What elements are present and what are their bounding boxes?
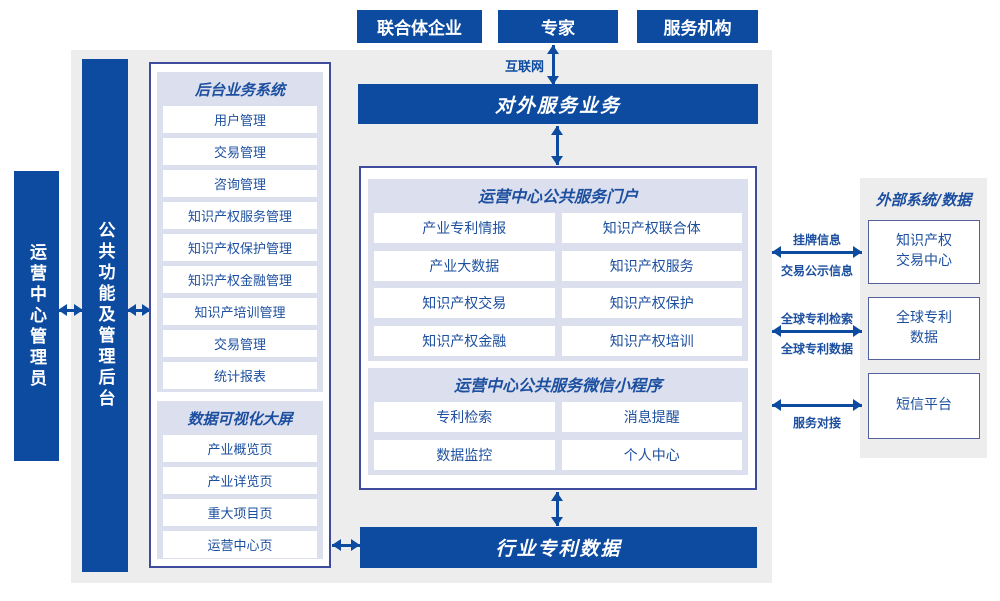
- industry-data-bar: 行业专利数据: [360, 527, 757, 568]
- backend-system-list: 用户管理 交易管理 咨询管理 知识产权服务管理 知识产权保护管理 知识产权金融管…: [163, 106, 317, 389]
- link-service-docking-label: 服务对接: [792, 416, 841, 430]
- link-global-patent-data-label: 全球专利数据: [780, 342, 853, 356]
- actor-service-org-box: 服务机构: [637, 10, 758, 43]
- backend-item: 知识产权保护管理: [163, 234, 317, 261]
- portal-item: 产业大数据: [374, 250, 555, 281]
- backend-item: 交易管理: [163, 138, 317, 165]
- portal-item: 知识产权联合体: [561, 213, 742, 243]
- portal-item: 知识产权金融: [374, 325, 555, 356]
- external-box-line: 交易中心: [896, 253, 952, 269]
- backend-system-title: 后台业务系统: [194, 81, 285, 99]
- actor-consortium-box: 联合体企业: [357, 10, 482, 43]
- patent-link-arrow: [772, 325, 862, 338]
- data-screen-group: 数据可视化大屏 产业概览页 产业详览页 重大项目页 运营中心页: [157, 401, 323, 559]
- portal-item: 知识产权培训: [561, 325, 742, 356]
- portal-item: 知识产权服务: [561, 250, 742, 281]
- admin-backend-arrow: [58, 304, 83, 317]
- portal-item: 知识产权保护: [561, 288, 742, 318]
- portal-group: 运营中心公共服务门户 产业专利情报 知识产权联合体 产业大数据 知识产权服务 知…: [368, 179, 748, 361]
- actor-expert-box: 专家: [498, 10, 618, 43]
- admin-sidebar: 运营中心管理员: [14, 171, 59, 461]
- actor-consortium-label: 联合体企业: [377, 19, 462, 39]
- external-box-line: 全球专利: [896, 309, 952, 326]
- external-box-global-patent-data: 全球专利 数据: [868, 297, 980, 360]
- data-screen-item: 运营中心页: [163, 531, 317, 558]
- container-industry-arrow: [332, 539, 360, 552]
- external-box-line: 数据: [910, 329, 938, 346]
- link-listing-info-label: 挂牌信息: [792, 233, 841, 247]
- data-screen-item: 产业概览页: [163, 435, 317, 462]
- backend-item: 用户管理: [163, 106, 317, 133]
- external-box-line: 短信平台: [896, 397, 952, 414]
- portal-industry-arrow: [551, 492, 564, 526]
- backend-sidebar-label: 公共功能及管理后台: [94, 221, 115, 410]
- miniprogram-item: 消息提醒: [561, 402, 742, 432]
- miniprogram-grid: 专利检索 消息提醒 数据监控 个人中心: [374, 402, 742, 471]
- backend-item: 知识产培训管理: [163, 298, 317, 325]
- backend-item: 交易管理: [163, 330, 317, 357]
- backend-item: 咨询管理: [163, 170, 317, 197]
- external-service-bar: 对外服务业务: [358, 84, 758, 124]
- external-box-line: 知识产权: [896, 233, 952, 250]
- portal-title: 运营中心公共服务门户: [477, 187, 638, 206]
- actor-service-org-label: 服务机构: [663, 19, 732, 39]
- backend-container-arrow: [127, 304, 151, 317]
- portal-item: 产业专利情报: [374, 213, 555, 243]
- data-screen-item: 产业详览页: [163, 467, 317, 494]
- miniprogram-item: 个人中心: [561, 439, 742, 470]
- admin-sidebar-label: 运营中心管理员: [26, 242, 46, 390]
- external-box-sms-platform: 短信平台: [868, 373, 980, 439]
- internet-label: 互联网: [504, 60, 544, 75]
- miniprogram-item: 数据监控: [374, 439, 555, 470]
- miniprogram-title: 运营中心公共服务微信小程序: [453, 376, 662, 395]
- trade-link-arrow: [772, 246, 862, 259]
- data-screen-title: 数据可视化大屏: [187, 410, 293, 428]
- backend-system-group: 后台业务系统 用户管理 交易管理 咨询管理 知识产权服务管理 知识产权保护管理 …: [157, 72, 323, 392]
- backend-sidebar: 公共功能及管理后台: [82, 59, 128, 572]
- service-link-arrow: [772, 399, 862, 412]
- portal-grid: 产业专利情报 知识产权联合体 产业大数据 知识产权服务 知识产权交易 知识产权保…: [374, 213, 742, 357]
- miniprogram-item: 专利检索: [374, 402, 555, 432]
- external-service-bar-label: 对外服务业务: [494, 94, 621, 117]
- backend-item: 知识产权服务管理: [163, 202, 317, 229]
- external-systems-title: 外部系统/数据: [875, 191, 972, 209]
- link-global-patent-search-label: 全球专利检索: [780, 312, 853, 326]
- external-box-ip-trade-center: 知识产权 交易中心: [868, 220, 980, 284]
- portal-item: 知识产权交易: [374, 288, 555, 318]
- service-to-portal-arrow: [551, 126, 564, 165]
- data-screen-list: 产业概览页 产业详览页 重大项目页 运营中心页: [163, 435, 317, 558]
- data-screen-item: 重大项目页: [163, 499, 317, 526]
- backend-item: 统计报表: [163, 362, 317, 389]
- industry-data-bar-label: 行业专利数据: [495, 538, 622, 560]
- link-trade-publicity-label: 交易公示信息: [780, 264, 853, 278]
- internet-arrow: [547, 45, 560, 85]
- miniprogram-group: 运营中心公共服务微信小程序 专利检索 消息提醒 数据监控 个人中心: [368, 368, 748, 475]
- actor-expert-label: 专家: [541, 19, 575, 39]
- backend-item: 知识产权金融管理: [163, 266, 317, 293]
